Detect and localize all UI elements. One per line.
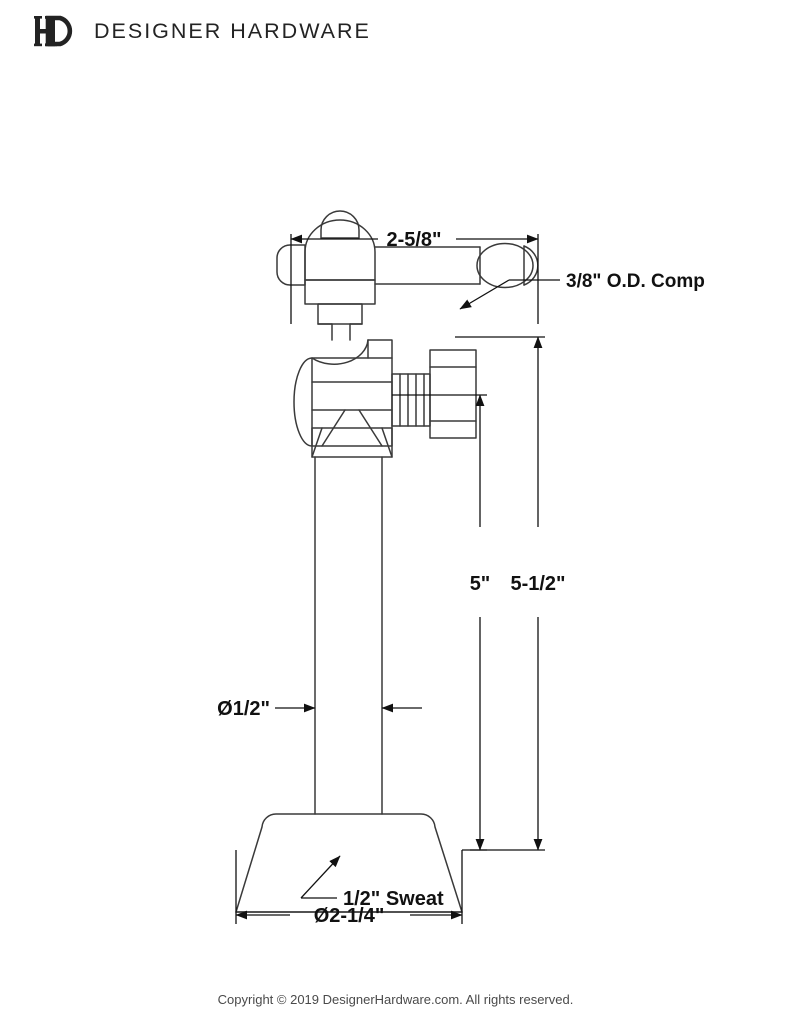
- lever-oval-end: [476, 242, 534, 289]
- dimension-overall-width: [290, 234, 539, 324]
- dimension-height-lower: [392, 394, 487, 851]
- body-top-right: [367, 339, 393, 359]
- bonnet-band: [304, 279, 376, 305]
- dim-label-outlet: 3/8" O.D. Comp: [566, 271, 705, 292]
- body-top-saddle: [311, 339, 369, 365]
- base-collar-bevel-left: [311, 427, 323, 458]
- dim-label-height-lower: 5": [470, 573, 491, 595]
- bonnet-dome: [304, 219, 376, 281]
- dim-label-flange-diameter: Ø2-1/4": [314, 905, 385, 927]
- valve-geometry: [235, 210, 539, 913]
- dim-label-overall-width: 2-5/8": [386, 229, 441, 251]
- brand-name: DESIGNER HARDWARE: [94, 18, 371, 43]
- dim-label-inlet: 1/2" Sweat: [343, 888, 444, 910]
- body-block: [311, 357, 393, 447]
- body-left-round: [293, 357, 313, 447]
- valve-drawing-svg: 2-5/8" 3/8" O.D. Comp 5-1/2" 5" Ø1/2" 1/…: [217, 210, 705, 927]
- brand-header: DESIGNER HARDWARE: [0, 0, 791, 62]
- leader-arrow-inlet: [300, 855, 341, 899]
- dimension-flange-diameter: [235, 850, 463, 924]
- technical-drawing: 2-5/8" 3/8" O.D. Comp 5-1/2" 5" Ø1/2" 1/…: [0, 62, 791, 962]
- packing-nut: [317, 303, 363, 325]
- body-base-collar: [311, 427, 393, 458]
- callout-inlet-leader: [300, 855, 341, 899]
- hd-monogram-icon: [34, 15, 73, 47]
- handle-left-stub: [276, 244, 306, 286]
- bonnet-cap: [320, 210, 360, 239]
- dim-label-tube-diameter: Ø1/2": [217, 698, 270, 720]
- base-collar-bevel-right: [381, 427, 393, 458]
- dimension-height-upper: [455, 336, 545, 851]
- dim-label-height-upper: 5-1/2": [510, 573, 565, 595]
- leader-arrow-outlet: [459, 279, 510, 310]
- copyright-footer: Copyright © 2019 DesignerHardware.com. A…: [217, 992, 574, 1007]
- compression-nut: [429, 349, 477, 439]
- callout-outlet-leader: [459, 279, 560, 310]
- flange-cone: [235, 813, 463, 913]
